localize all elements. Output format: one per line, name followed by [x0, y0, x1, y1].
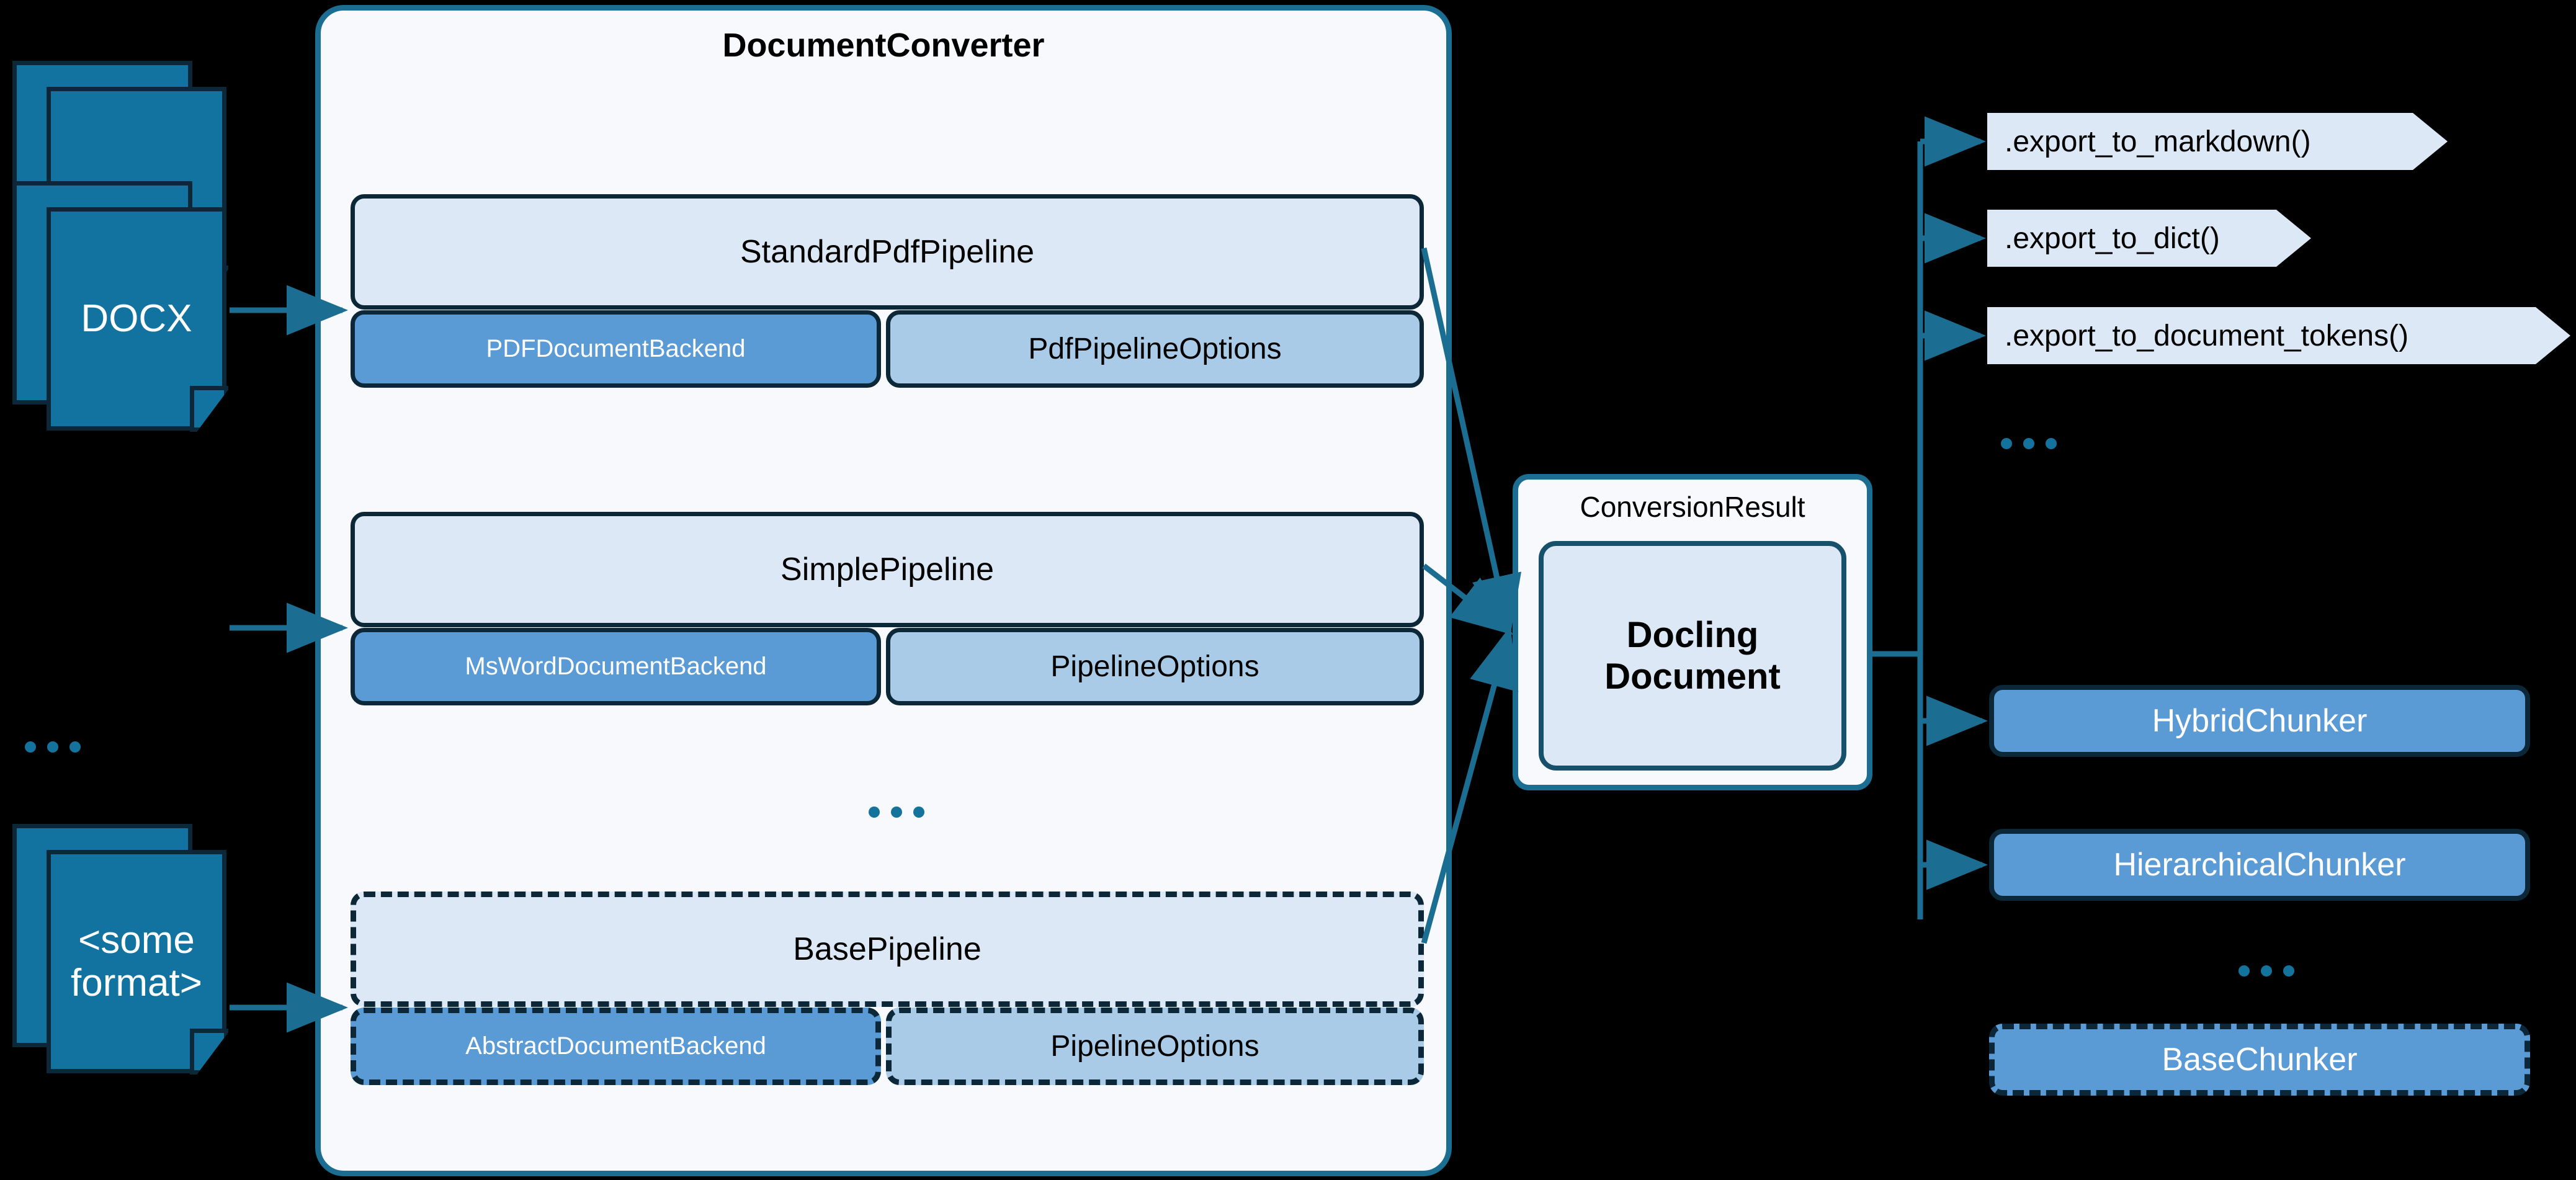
page-title: DocumentConverter — [722, 27, 1045, 64]
pipeline-backend-pdfdocumentbackend[interactable]: PDFDocumentBackend — [351, 310, 881, 388]
page-fold-icon — [190, 386, 228, 432]
input-document-docx[interactable]: DOCX — [12, 181, 230, 432]
chunker-basechunker[interactable]: BaseChunker — [1989, 1024, 2530, 1096]
page-fold-icon — [190, 1029, 228, 1075]
pipeline-header-basepipeline[interactable]: BasePipeline — [351, 892, 1424, 1007]
pipeline-options-pdfpipelineoptions[interactable]: PdfPipelineOptions — [886, 310, 1424, 388]
pipeline-backend-abstractdocumentbackend[interactable]: AbstractDocumentBackend — [351, 1008, 881, 1085]
pipelines-ellipsis — [869, 807, 924, 818]
export-method-dict[interactable]: .export_to_dict() — [1987, 210, 2311, 267]
inputs-ellipsis — [25, 741, 81, 753]
export-method-document-tokens[interactable]: .export_to_document_tokens() — [1987, 307, 2570, 364]
pipeline-options-pipelineoptions[interactable]: PipelineOptions — [886, 628, 1424, 705]
conversion-result-label: ConversionResult — [1580, 491, 1805, 523]
pipeline-options-pipelineoptions-base[interactable]: PipelineOptions — [886, 1008, 1424, 1085]
export-method-markdown[interactable]: .export_to_markdown() — [1987, 113, 2448, 170]
pipeline-backend-msworddocumentbackend[interactable]: MsWordDocumentBackend — [351, 628, 881, 705]
chunker-hierarchicalchunker[interactable]: HierarchicalChunker — [1989, 829, 2530, 901]
pipeline-header-standardpdfpipeline[interactable]: StandardPdfPipeline — [351, 194, 1424, 310]
exports-ellipsis — [2001, 438, 2057, 449]
chunkers-ellipsis — [2238, 965, 2294, 977]
chunker-hybridchunker[interactable]: HybridChunker — [1989, 685, 2530, 757]
pipeline-header-simplepipeline[interactable]: SimplePipeline — [351, 512, 1424, 627]
input-document-label: DOCX — [81, 297, 192, 341]
